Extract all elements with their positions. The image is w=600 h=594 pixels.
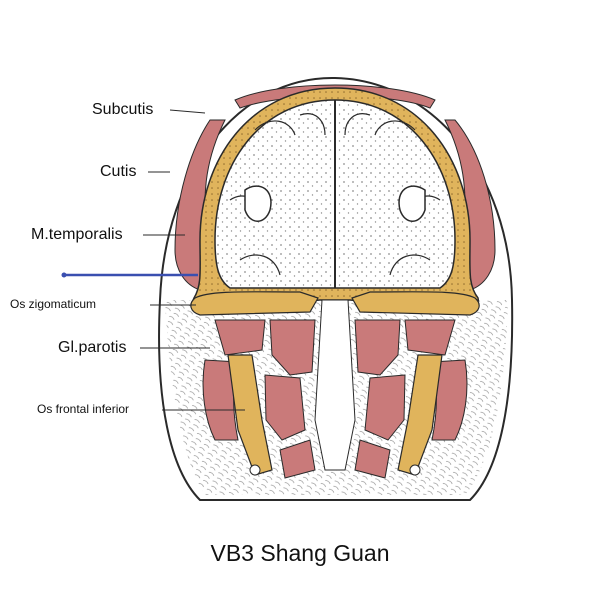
pterygoid-muscle-right — [354, 319, 401, 376]
label-cutis: Cutis — [100, 163, 137, 180]
lower-muscle-right-2 — [364, 374, 406, 441]
needle-handle — [61, 272, 67, 278]
lower-muscle-right-3 — [354, 439, 391, 479]
masseter-muscle-right — [404, 319, 456, 356]
pterygoid-muscle-left — [269, 319, 316, 376]
leader-subcutis — [169, 109, 206, 114]
diagram-caption: VB3 Shang Guan — [210, 540, 390, 566]
temporalis-muscle-right — [444, 119, 496, 291]
lower-muscle-left-3 — [279, 439, 316, 479]
ventricle-right — [398, 185, 426, 222]
temporalis-muscle-left — [174, 119, 226, 291]
zygomatic-bone-right — [351, 291, 480, 316]
vessel-right — [409, 464, 421, 476]
label-os-zigomaticum: Os zigomaticum — [10, 297, 97, 311]
mandible-left — [227, 354, 273, 476]
label-m-temporalis: M.temporalis — [31, 226, 123, 243]
zygomatic-bone-left — [190, 291, 319, 316]
leader-lines — [140, 109, 245, 411]
ventricle-left — [244, 185, 272, 222]
label-subcutis: Subcutis — [92, 101, 154, 118]
pharynx — [314, 299, 356, 471]
mandible-right — [397, 354, 443, 476]
vessel-left — [249, 464, 261, 476]
lower-muscle-left-2 — [264, 374, 306, 441]
masseter-muscle-left — [214, 319, 266, 356]
label-os-frontal-inferior: Os frontal inferior — [37, 402, 130, 416]
label-gl-parotis: Gl.parotis — [58, 339, 127, 356]
